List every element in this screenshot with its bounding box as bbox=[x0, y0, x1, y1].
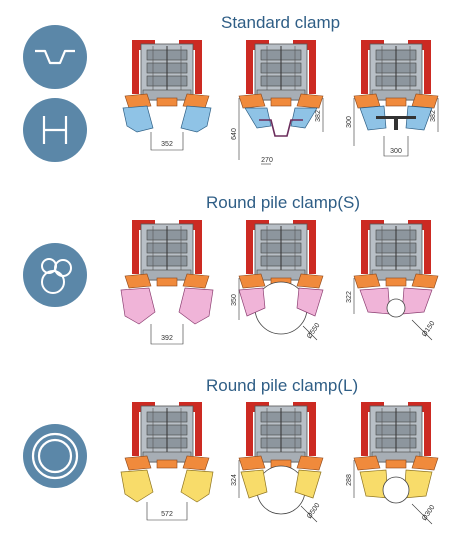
standard-clamp-sheet-pile: 640 270 382 bbox=[231, 39, 324, 165]
svg-text:352: 352 bbox=[161, 141, 173, 148]
svg-text:Ø550: Ø550 bbox=[306, 322, 322, 340]
svg-text:572: 572 bbox=[161, 511, 173, 518]
h-beam-icon bbox=[23, 98, 87, 162]
svg-text:300: 300 bbox=[346, 116, 353, 128]
sheet-pile-icon bbox=[23, 25, 87, 89]
round-pile-clamp-s-small-pile: 322 Ø150 bbox=[346, 219, 439, 341]
svg-text:640: 640 bbox=[231, 128, 238, 140]
svg-text:288: 288 bbox=[346, 474, 353, 486]
svg-text:300: 300 bbox=[390, 148, 402, 155]
round-pile-clamp-l-medium-pile: 288 Ø300 bbox=[346, 401, 439, 525]
svg-text:324: 324 bbox=[231, 474, 238, 486]
svg-text:322: 322 bbox=[346, 291, 353, 303]
section-title-round-pile-clamp-s: Round pile clamp(S) bbox=[206, 193, 361, 212]
svg-text:Ø500: Ø500 bbox=[306, 502, 322, 520]
section-title-standard-clamp: Standard clamp bbox=[221, 13, 341, 32]
svg-text:382: 382 bbox=[315, 110, 322, 122]
round-pile-clamp-l-large-pile: 324 Ø500 bbox=[231, 401, 324, 523]
svg-text:350: 350 bbox=[231, 294, 238, 306]
round-pile-clamp-l-open: 572 bbox=[120, 401, 214, 521]
svg-text:382: 382 bbox=[430, 110, 437, 122]
large-round-pile-icon bbox=[23, 424, 87, 488]
svg-text:Ø300: Ø300 bbox=[421, 504, 437, 522]
svg-text:270: 270 bbox=[261, 157, 273, 164]
standard-clamp-open: 352 bbox=[122, 39, 212, 151]
svg-text:Ø150: Ø150 bbox=[421, 320, 437, 338]
standard-clamp-h-beam: 300 300 382 bbox=[346, 39, 439, 157]
section-title-round-pile-clamp-l: Round pile clamp(L) bbox=[206, 376, 359, 395]
round-pile-clamp-s-open: 392 bbox=[120, 219, 214, 345]
svg-text:392: 392 bbox=[161, 335, 173, 342]
round-pile-clamp-s-large-pile: 350 Ø550 bbox=[231, 219, 324, 341]
small-round-piles-icon bbox=[23, 243, 87, 307]
